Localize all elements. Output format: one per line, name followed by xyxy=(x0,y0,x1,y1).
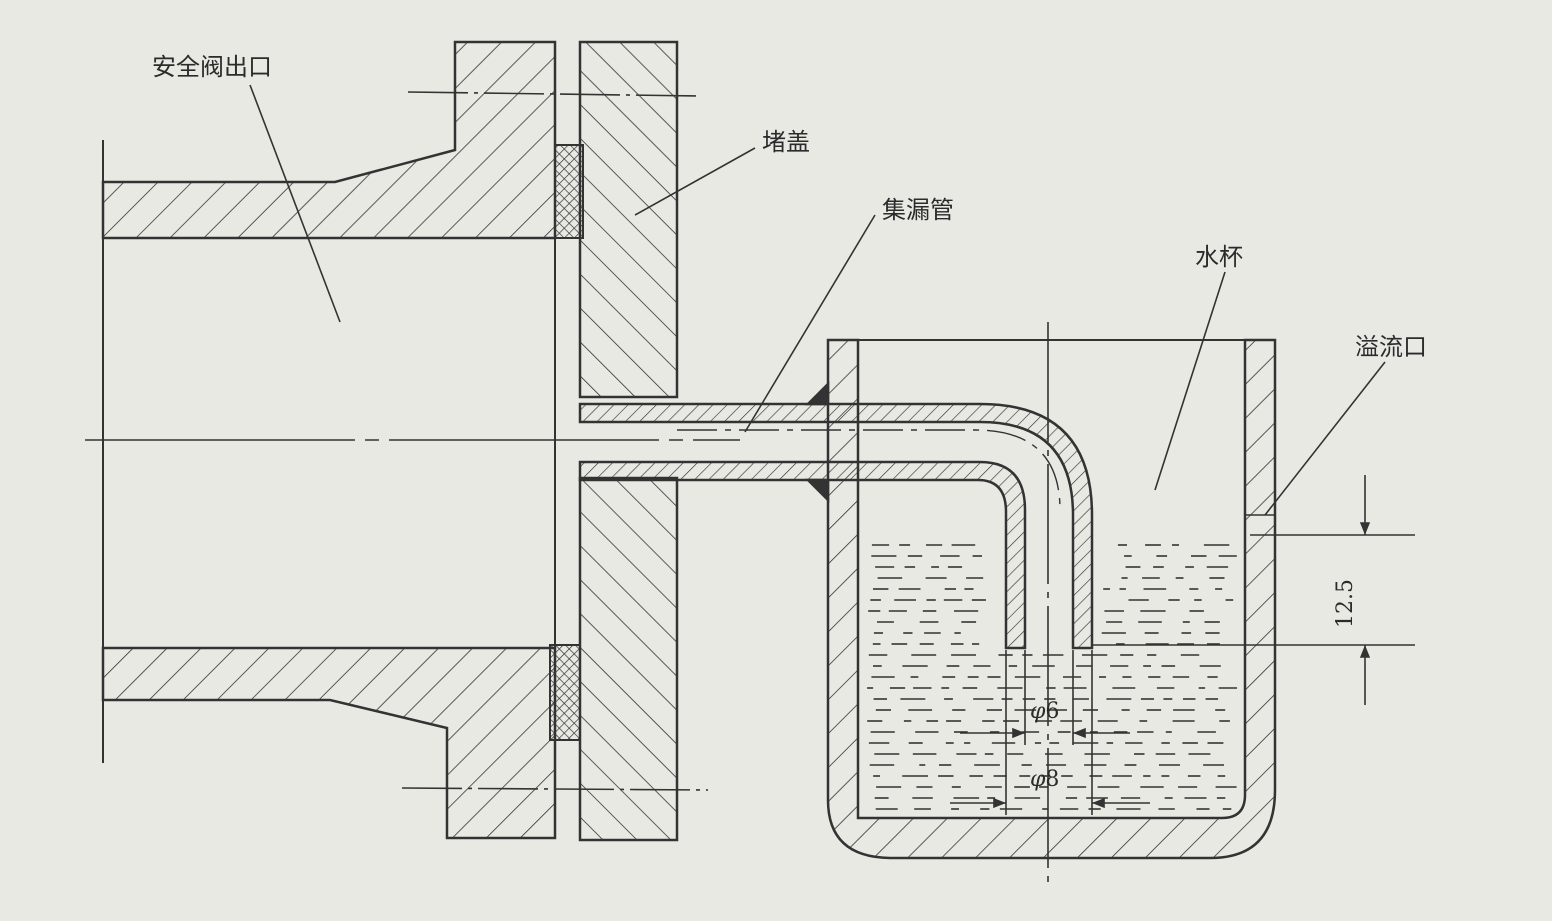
water-fill xyxy=(867,544,1237,810)
center-lines xyxy=(85,91,1049,885)
blind-cover-plate xyxy=(554,40,679,842)
dim-inner-diameter-symbol: φ xyxy=(1030,699,1046,724)
leader-lines xyxy=(249,84,1386,516)
collection-pipe xyxy=(578,402,1094,650)
gasket xyxy=(549,144,584,741)
label-blind-cover: 堵盖 xyxy=(762,128,810,156)
label-overflow: 溢流口 xyxy=(1355,333,1427,361)
dim-outer-diameter-value: 8 xyxy=(1045,767,1059,792)
label-safety-valve-outlet: 安全阀出口 xyxy=(152,53,272,81)
dim-inner-diameter-value: 6 xyxy=(1045,699,1059,724)
valve-outlet-pipe xyxy=(101,40,557,840)
label-collection-pipe: 集漏管 xyxy=(882,196,954,224)
dim-outer-diameter: φ8 xyxy=(1030,767,1059,792)
dim-inner-diameter: φ6 xyxy=(1030,699,1059,724)
dim-outer-diameter-symbol: φ xyxy=(1030,767,1046,792)
dimension-lines xyxy=(950,475,1415,815)
dim-water-depth: 12.5 xyxy=(1333,579,1358,628)
label-water-cup: 水杯 xyxy=(1195,243,1243,271)
water-cup xyxy=(804,338,1277,860)
